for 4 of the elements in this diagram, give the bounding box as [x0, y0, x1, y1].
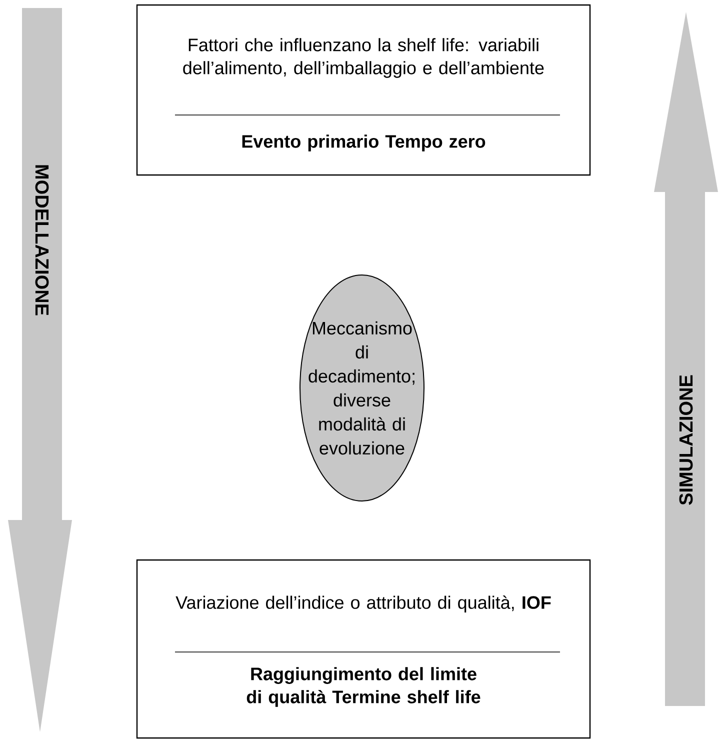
text-box: Variazione dell’indice o attributo di qualità, IOF Raggiungimento del limite di qualità Termine shelf life: [136, 559, 591, 739]
text-box: Fattori che influenzano la shelf life: variabili dell’alimento, dell’imballaggio e dell’ambiente Evento primario Tempo zero: [136, 4, 591, 176]
arrow-label: SIMULAZIONE: [679, 375, 693, 505]
arrow-label: MODELLAZIONE: [35, 165, 49, 316]
